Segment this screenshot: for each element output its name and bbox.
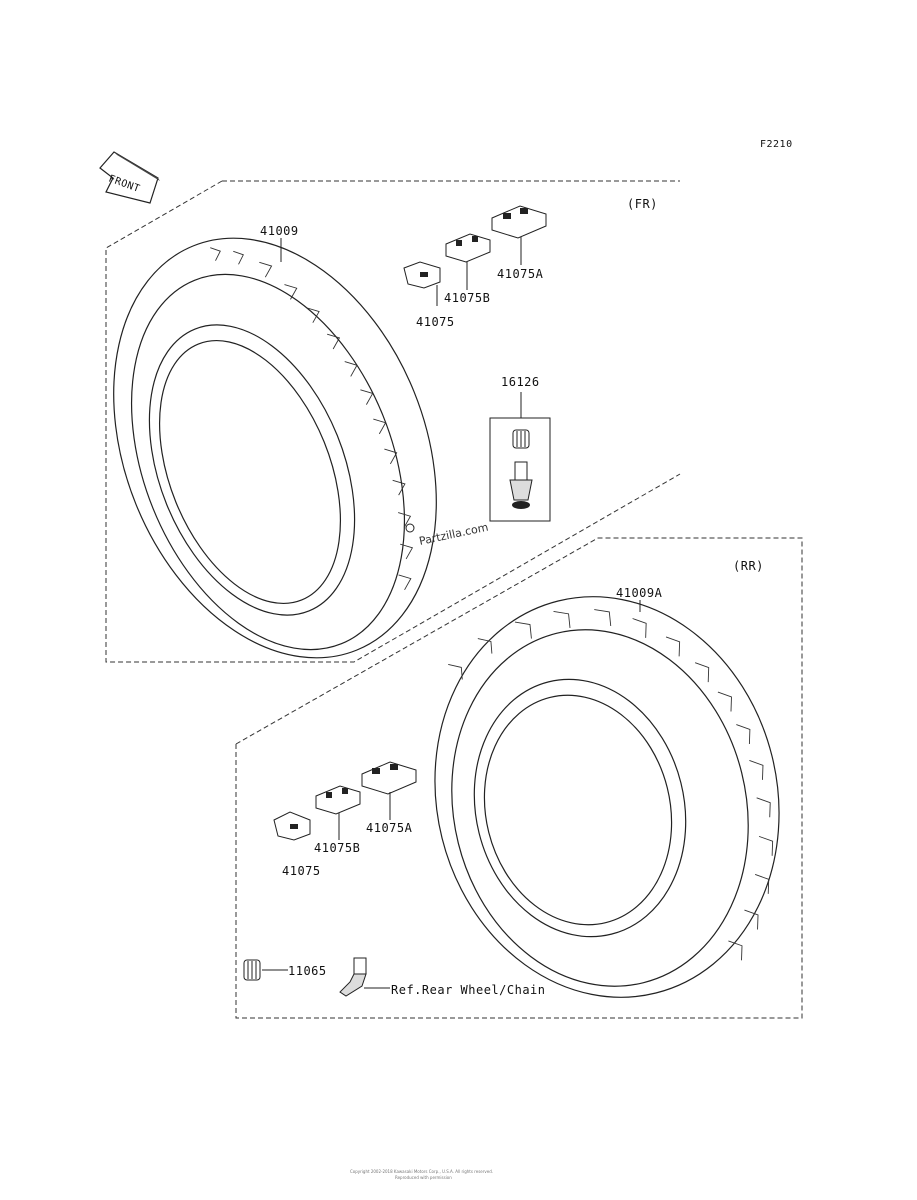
footer-permission: Reproduced with permission (395, 1175, 452, 1180)
balance-weight-b-icon-rear (315, 785, 361, 815)
balance-weight-a-icon (491, 205, 547, 239)
balance-weight-b-icon (445, 233, 491, 263)
rear-group-tag: (RR) (733, 559, 764, 573)
front-arrow-icon: FRONT (99, 151, 160, 204)
valve-stem-icon (509, 461, 533, 509)
balance-weight-a-icon-rear (361, 761, 417, 795)
part-41009A-label: 41009A (616, 586, 663, 600)
figure-code: F2210 (760, 139, 793, 150)
part-16126-label: 16126 (501, 375, 540, 389)
balance-weight-icon (403, 261, 441, 289)
valve-stem-box (489, 417, 551, 522)
front-tire (113, 237, 437, 659)
footer-copyright: Copyright 2002-2018 Kawasaki Motors Corp… (350, 1169, 493, 1174)
part-41075A-label-rear: 41075A (366, 821, 413, 835)
part-11065-label: 11065 (288, 964, 327, 978)
part-41009-label: 41009 (260, 224, 299, 238)
valve-cap-icon-rear (243, 959, 261, 981)
rear-valve-reference: Ref.Rear Wheel/Chain (391, 983, 546, 997)
front-group-tag: (FR) (627, 197, 658, 211)
part-41075-label-front: 41075 (416, 315, 455, 329)
part-41075A-label-front: 41075A (497, 267, 544, 281)
part-41075B-label-rear: 41075B (314, 841, 360, 855)
rear-tire (434, 596, 780, 998)
part-41075-label-rear: 41075 (282, 864, 321, 878)
rear-group-frame (235, 537, 803, 1019)
valve-stem-icon-rear (339, 957, 367, 997)
valve-cap-icon (512, 429, 530, 449)
balance-weight-icon-rear (273, 811, 311, 841)
part-41075B-label-front: 41075B (444, 291, 490, 305)
front-group-frame (105, 180, 681, 663)
